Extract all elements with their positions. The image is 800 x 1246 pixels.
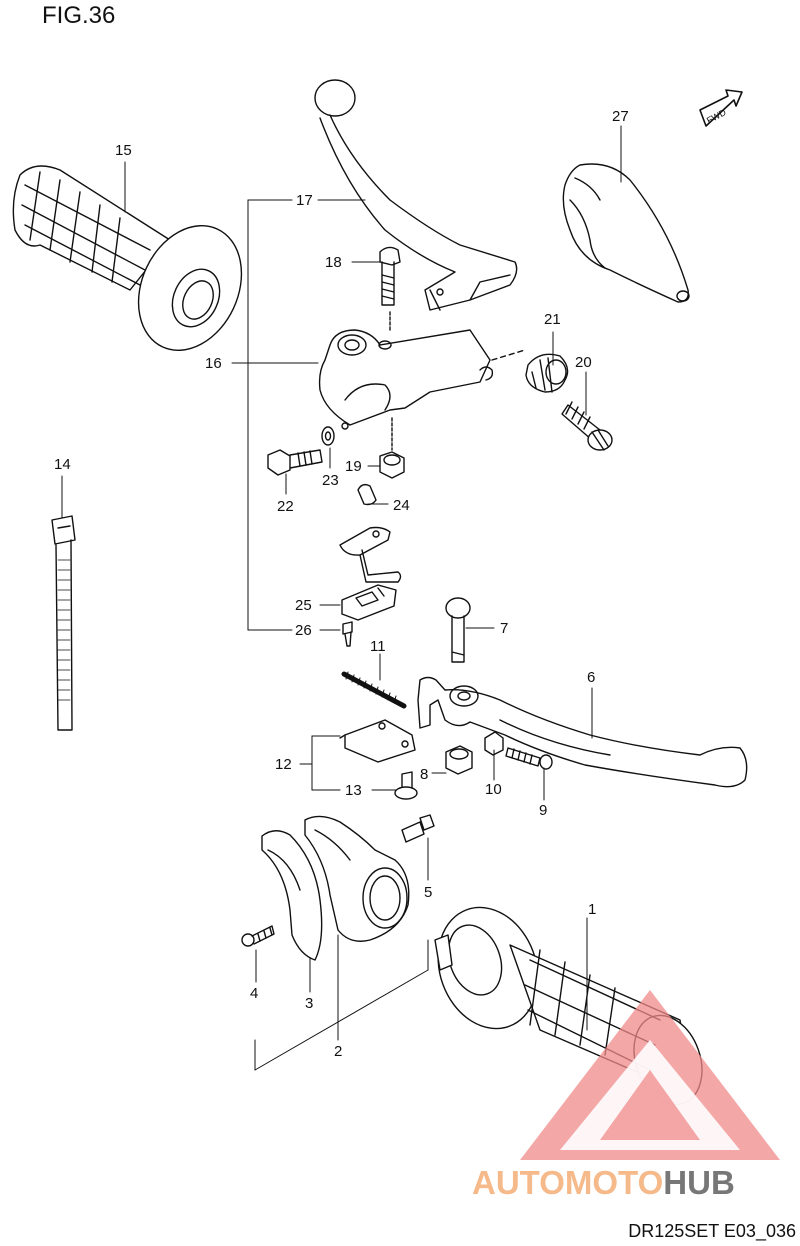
callout-26: 26 [295, 622, 312, 639]
nut-part-19 [379, 451, 405, 479]
callout-16: 16 [205, 355, 222, 372]
cable-tie-part-14 [51, 515, 76, 731]
brake-lever-part-6 [417, 676, 748, 788]
adjuster-nut-part-21 [491, 349, 569, 393]
screw-part-9 [505, 747, 553, 770]
callouts: 1 2 3 4 5 6 7 8 9 10 11 12 13 14 15 16 1… [54, 108, 629, 1060]
callout-6: 6 [587, 669, 595, 686]
lower-housing-part-3 [261, 830, 323, 961]
callout-7: 7 [500, 620, 508, 637]
spring-part-11 [341, 671, 407, 709]
callout-17: 17 [296, 192, 313, 209]
screw-part-4 [241, 925, 275, 947]
watermark-text-b: HUB [663, 1164, 735, 1201]
clutch-lever-part-17 [314, 79, 518, 311]
callout-10: 10 [485, 781, 502, 798]
callout-1: 1 [588, 901, 596, 918]
callout-23: 23 [322, 472, 339, 489]
nut-part-10 [484, 731, 504, 756]
screw-part-13 [394, 771, 418, 800]
nut-part-8 [445, 745, 473, 775]
pivot-bolt-part-7 [445, 597, 471, 663]
callout-20: 20 [575, 354, 592, 371]
callout-2: 2 [334, 1043, 342, 1060]
watermark-text: AUTOMOTOHUB [472, 1164, 735, 1202]
callout-21: 21 [544, 311, 561, 328]
callout-3: 3 [305, 995, 313, 1012]
pivot-bolt-part-18 [379, 246, 401, 331]
callout-9: 9 [539, 802, 547, 819]
callout-22: 22 [277, 498, 294, 515]
callout-8: 8 [420, 766, 428, 783]
callout-13: 13 [345, 782, 362, 799]
callout-27: 27 [612, 108, 629, 125]
callout-24: 24 [393, 497, 410, 514]
callout-12: 12 [275, 756, 292, 773]
callout-11: 11 [370, 638, 386, 655]
throttle-housing-part-2 [304, 815, 410, 942]
adjuster-bolt-part-20 [561, 401, 613, 451]
switch-part-12 [339, 719, 416, 763]
washer-part-23 [321, 426, 335, 446]
callout-14: 14 [54, 456, 71, 473]
switch-part-25 [341, 584, 397, 621]
bolt-part-5 [401, 814, 435, 843]
clutch-perch-part-16 [318, 329, 494, 451]
callout-5: 5 [424, 884, 432, 901]
fwd-arrow-icon: FWD [699, 89, 743, 127]
watermark-text-a: AUTOMOTO [472, 1164, 664, 1201]
lever-cover-part-27 [562, 163, 690, 303]
switch-bracket [339, 526, 402, 583]
callout-18: 18 [325, 254, 342, 271]
clip-part-24 [357, 483, 377, 506]
leader-lines [61, 125, 622, 1071]
callout-4: 4 [250, 985, 258, 1002]
screw-part-26 [342, 621, 353, 647]
watermark-triangle-logo [520, 990, 780, 1160]
figure-title: FIG.36 [42, 2, 116, 29]
left-grip-part-15 [12, 165, 243, 352]
diagram-code: DR125SET E03_036 [628, 1221, 796, 1241]
callout-15: 15 [115, 142, 132, 159]
callout-19: 19 [345, 458, 362, 475]
bolt-part-22 [267, 449, 323, 476]
callout-25: 25 [295, 597, 312, 614]
